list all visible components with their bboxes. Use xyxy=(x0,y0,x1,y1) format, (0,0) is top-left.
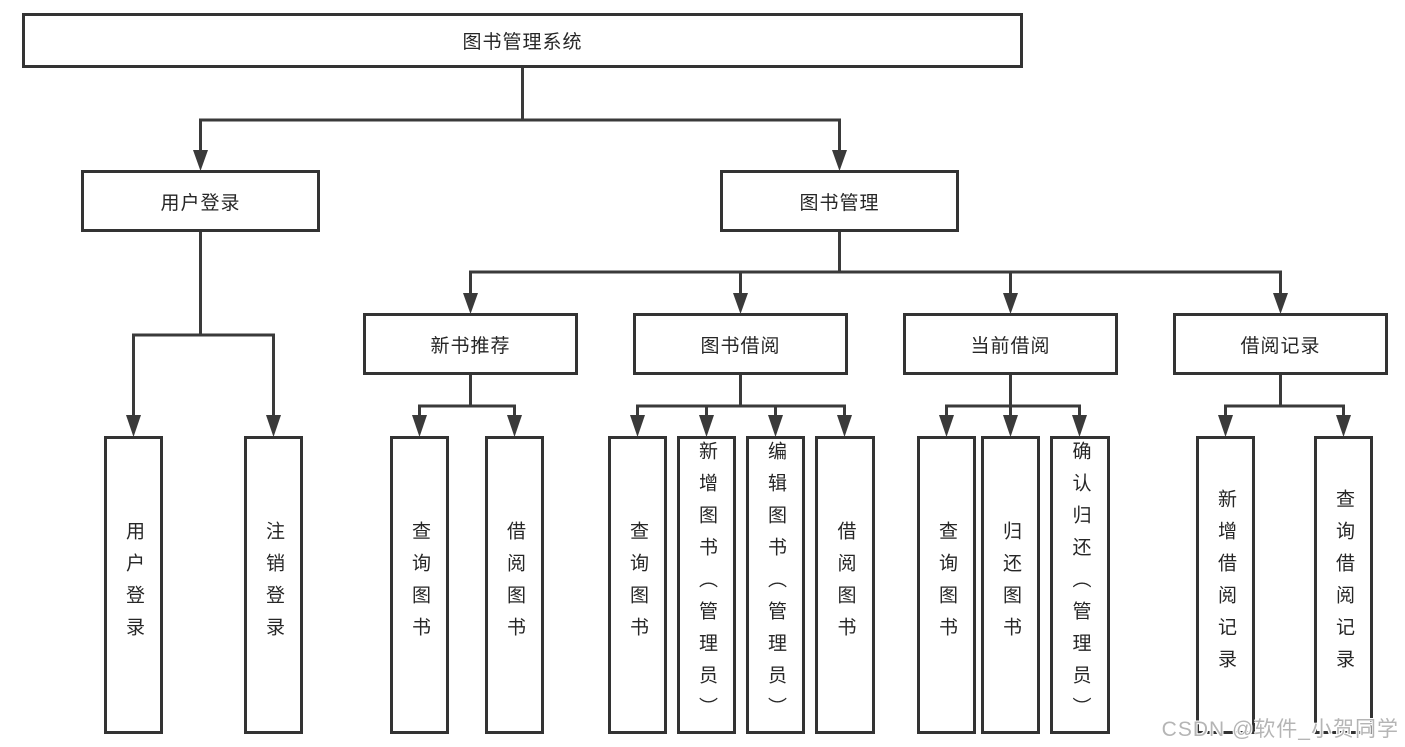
connector-user-login xyxy=(126,232,281,437)
node-user-login: 用户登录 xyxy=(81,170,320,232)
leaf-bb-query-books: 查询图书 xyxy=(608,436,667,734)
connector-borrowing-records xyxy=(1218,375,1351,437)
leaf-bb-edit-book-admin: 编辑图书（管理员） xyxy=(746,436,805,734)
connector-current-borrowing xyxy=(939,375,1087,437)
leaf-cb-return-books: 归还图书 xyxy=(981,436,1040,734)
leaf-bb-add-book-admin: 新增图书（管理员） xyxy=(677,436,736,734)
node-root: 图书管理系统 xyxy=(22,13,1023,68)
leaf-br-query-record: 查询借阅记录 xyxy=(1314,436,1373,734)
node-book-borrowing: 图书借阅 xyxy=(633,313,848,375)
connector-book-borrowing xyxy=(630,375,852,437)
leaf-user-login: 用户登录 xyxy=(104,436,163,734)
leaf-bb-borrow-books: 借阅图书 xyxy=(815,436,875,734)
node-new-book-recommendation: 新书推荐 xyxy=(363,313,578,375)
leaf-nbr-query-books: 查询图书 xyxy=(390,436,449,734)
connector-root xyxy=(193,68,847,171)
connector-book-management xyxy=(463,232,1288,314)
leaf-logout: 注销登录 xyxy=(244,436,303,734)
connector-new-book-recommendation xyxy=(412,375,522,437)
leaf-cb-confirm-return-admin: 确认归还（管理员） xyxy=(1050,436,1110,734)
node-book-management: 图书管理 xyxy=(720,170,959,232)
node-borrowing-records: 借阅记录 xyxy=(1173,313,1388,375)
leaf-br-add-record: 新增借阅记录 xyxy=(1196,436,1255,734)
leaf-cb-query-books: 查询图书 xyxy=(917,436,976,734)
node-current-borrowing: 当前借阅 xyxy=(903,313,1118,375)
watermark: CSDN @软件_小贺同学 xyxy=(1161,718,1399,741)
leaf-nbr-borrow-books: 借阅图书 xyxy=(485,436,544,734)
